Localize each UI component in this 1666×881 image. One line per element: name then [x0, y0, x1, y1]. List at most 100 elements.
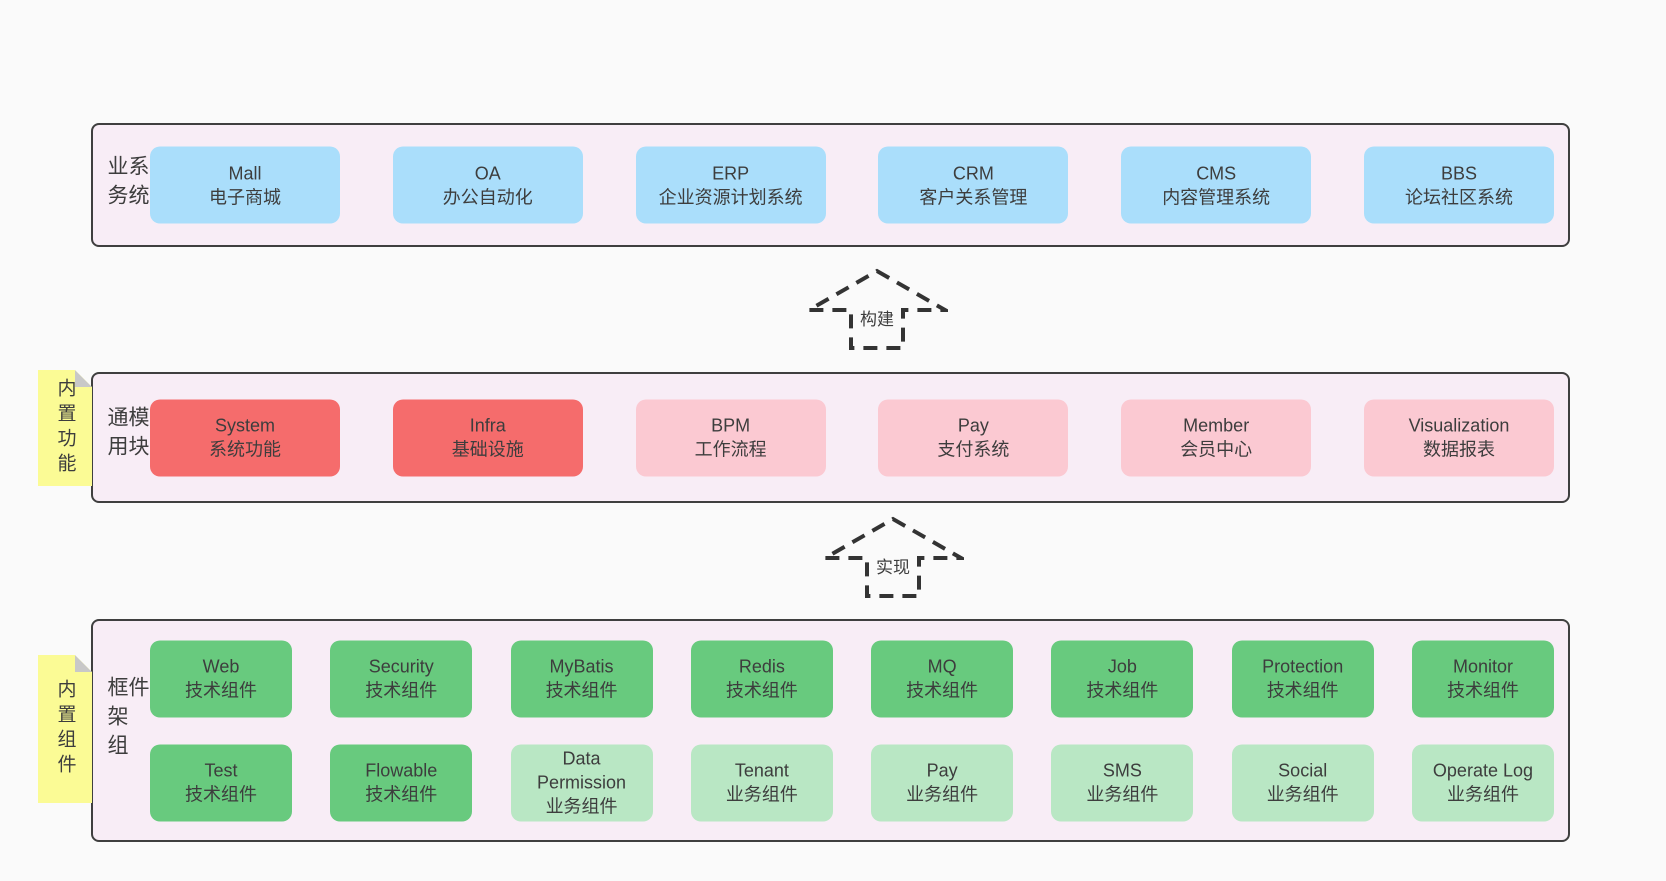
- box-subtitle: 基础设施: [451, 439, 524, 460]
- box-data-permission: Data Permission 业务组件: [510, 744, 653, 821]
- box-title: Tenant: [734, 760, 789, 781]
- panel-common-modules: 通用模块 System 系统功能 Infra 基础设施 BPM 工作流程 Pay…: [91, 372, 1570, 503]
- box-title: Pay: [957, 415, 989, 436]
- box-monitor: Monitor 技术组件: [1411, 640, 1554, 717]
- box-title: MyBatis: [549, 656, 614, 677]
- framework-components-boxes: Web 技术组件 Security 技术组件 MyBatis 技术组件 Redi…: [150, 640, 1554, 821]
- box-title: Operate Log: [1432, 760, 1533, 781]
- box-web: Web 技术组件: [150, 640, 292, 717]
- box-title: CRM: [952, 163, 994, 183]
- framework-components-row-1: Web 技术组件 Security 技术组件 MyBatis 技术组件 Redi…: [150, 640, 1554, 717]
- box-cms: CMS 内容管理系统: [1121, 146, 1312, 224]
- box-redis: Redis 技术组件: [690, 640, 833, 717]
- box-title: Data Permission: [537, 748, 627, 793]
- panel-business-systems: 业务系统 Mall 电子商城 OA 办公自动化 ERP 企业资源计划系统 CRM…: [91, 123, 1570, 247]
- box-tenant: Tenant 业务组件: [690, 744, 833, 821]
- box-title: Security: [368, 656, 434, 677]
- box-pay-business: Pay 业务组件: [871, 744, 1014, 821]
- box-title: Flowable: [365, 760, 438, 781]
- box-title: Protection: [1262, 656, 1344, 677]
- box-title: Infra: [469, 415, 506, 436]
- box-job: Job 技术组件: [1051, 640, 1194, 717]
- box-title: BBS: [1440, 163, 1477, 183]
- up-arrow-icon: [806, 268, 948, 350]
- box-title: ERP: [712, 163, 750, 183]
- box-crm: CRM 客户关系管理: [878, 146, 1069, 224]
- box-subtitle: 工作流程: [694, 439, 767, 460]
- box-bbs: BBS 论坛社区系统: [1363, 146, 1554, 224]
- box-pay: Pay 支付系统: [878, 399, 1069, 476]
- box-title: Job: [1107, 656, 1137, 677]
- business-systems-row: Mall 电子商城 OA 办公自动化 ERP 企业资源计划系统 CRM 客户关系…: [150, 146, 1554, 224]
- box-subtitle: 论坛社区系统: [1404, 187, 1513, 207]
- box-visualization: Visualization 数据报表: [1363, 399, 1554, 476]
- box-mybatis: MyBatis 技术组件: [510, 640, 653, 717]
- box-bpm: BPM 工作流程: [635, 399, 826, 476]
- box-subtitle: 技术组件: [545, 680, 618, 701]
- sticky-fold-icon: [75, 370, 92, 387]
- box-title: System: [214, 415, 275, 436]
- box-subtitle: 业务组件: [1086, 784, 1159, 805]
- box-title: SMS: [1102, 760, 1142, 781]
- box-social: Social 业务组件: [1231, 744, 1374, 821]
- box-title: OA: [474, 163, 501, 183]
- box-subtitle: 支付系统: [937, 439, 1010, 460]
- box-title: BPM: [711, 415, 751, 436]
- box-subtitle: 企业资源计划系统: [658, 187, 803, 207]
- box-subtitle: 业务组件: [906, 784, 979, 805]
- box-subtitle: 业务组件: [1266, 784, 1339, 805]
- framework-components-row-2: Test 技术组件 Flowable 技术组件 Data Permission …: [150, 744, 1554, 821]
- box-subtitle: 技术组件: [185, 784, 257, 805]
- box-subtitle: 技术组件: [185, 680, 257, 701]
- box-title: Web: [202, 656, 240, 677]
- box-title: Mall: [228, 163, 262, 183]
- box-subtitle: 技术组件: [1446, 680, 1519, 701]
- box-title: Member: [1183, 415, 1250, 436]
- box-flowable: Flowable 技术组件: [330, 744, 473, 821]
- box-subtitle: 技术组件: [1086, 680, 1159, 701]
- box-mall: Mall 电子商城: [150, 146, 340, 224]
- build-arrow: 构建: [806, 268, 948, 352]
- business-systems-boxes: Mall 电子商城 OA 办公自动化 ERP 企业资源计划系统 CRM 客户关系…: [150, 146, 1554, 224]
- box-subtitle: 技术组件: [365, 680, 438, 701]
- box-title: Visualization: [1408, 415, 1510, 436]
- box-subtitle: 数据报表: [1422, 439, 1495, 460]
- box-title: MQ: [927, 656, 957, 677]
- common-modules-row: System 系统功能 Infra 基础设施 BPM 工作流程 Pay 支付系统…: [150, 399, 1554, 476]
- box-mq: MQ 技术组件: [871, 640, 1014, 717]
- panel-framework-components: 框架组件 Web 技术组件 Security 技术组件 MyBatis 技术组件…: [91, 619, 1570, 842]
- box-operate-log: Operate Log 业务组件: [1411, 744, 1554, 821]
- sticky-note-builtin-features: 内置功能: [38, 370, 92, 486]
- box-oa: OA 办公自动化: [392, 146, 583, 224]
- implement-arrow-label: 实现: [873, 552, 913, 579]
- box-subtitle: 内容管理系统: [1162, 187, 1271, 207]
- panel-common-modules-label: 通用模块: [105, 405, 149, 464]
- box-infra: Infra 基础设施: [392, 399, 583, 476]
- build-arrow-label: 构建: [857, 304, 897, 331]
- sticky-note-text: 内置功能: [54, 378, 76, 478]
- up-arrow-icon: [822, 516, 964, 598]
- box-subtitle: 业务组件: [1446, 784, 1519, 805]
- box-title: Social: [1278, 760, 1328, 781]
- box-subtitle: 系统功能: [209, 439, 281, 460]
- sticky-note-text: 内置组件: [54, 679, 76, 779]
- box-subtitle: 技术组件: [1266, 680, 1339, 701]
- box-title: Pay: [926, 760, 958, 781]
- box-subtitle: 办公自动化: [442, 187, 533, 207]
- box-member: Member 会员中心: [1121, 399, 1312, 476]
- box-title: Test: [204, 760, 238, 781]
- box-system: System 系统功能: [150, 399, 340, 476]
- box-subtitle: 业务组件: [725, 784, 798, 805]
- sticky-fold-icon: [75, 655, 92, 672]
- box-subtitle: 会员中心: [1180, 439, 1253, 460]
- box-sms: SMS 业务组件: [1051, 744, 1194, 821]
- implement-arrow: 实现: [822, 516, 964, 600]
- box-subtitle: 业务组件: [545, 796, 618, 817]
- box-subtitle: 技术组件: [725, 680, 798, 701]
- box-title: Monitor: [1452, 656, 1513, 677]
- sticky-note-builtin-components: 内置组件: [38, 655, 92, 803]
- panel-framework-components-label: 框架组件: [105, 675, 149, 763]
- common-modules-boxes: System 系统功能 Infra 基础设施 BPM 工作流程 Pay 支付系统…: [150, 399, 1554, 476]
- box-subtitle: 客户关系管理: [919, 187, 1028, 207]
